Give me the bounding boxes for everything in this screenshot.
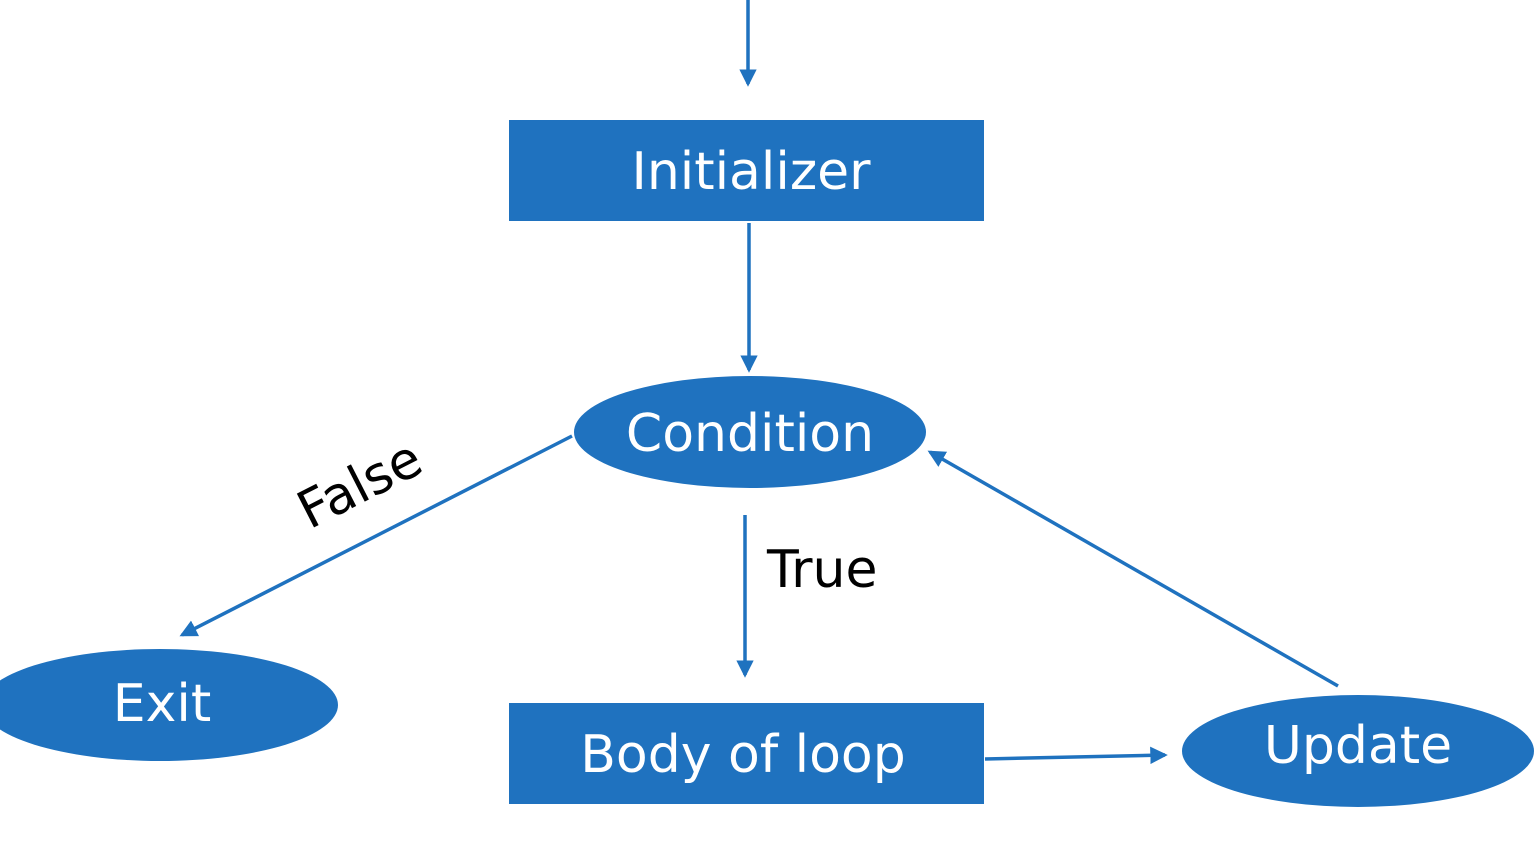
- node-exit-label: Exit: [113, 674, 211, 734]
- node-initializer-label: Initializer: [631, 142, 871, 202]
- node-update: Update: [1182, 695, 1534, 807]
- node-body-label: Body of loop: [580, 725, 906, 785]
- node-condition: Condition: [574, 376, 926, 488]
- node-exit: Exit: [0, 649, 338, 761]
- node-condition-label: Condition: [626, 404, 874, 464]
- node-body: Body of loop: [509, 703, 984, 804]
- edge-label-true: True: [766, 540, 877, 600]
- edge-body-to-update: [984, 746, 1168, 765]
- node-initializer: Initializer: [509, 120, 984, 221]
- edge-label-false: False: [288, 429, 432, 542]
- edge-condition-to-exit: [179, 434, 573, 637]
- node-update-label: Update: [1264, 716, 1452, 776]
- edge-update-to-condition: [927, 450, 1339, 688]
